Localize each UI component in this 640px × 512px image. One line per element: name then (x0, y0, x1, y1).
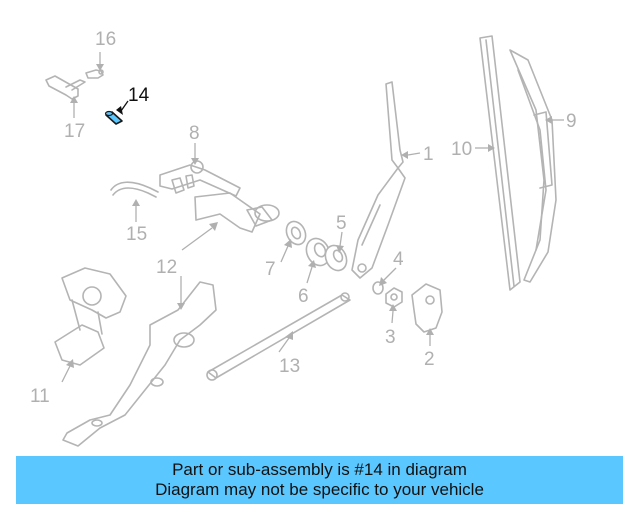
callout-11: 11 (30, 386, 50, 407)
part-11-wiper-motor (54, 267, 127, 366)
callout-1: 1 (423, 144, 434, 165)
part-17-clip (45, 75, 86, 100)
part-8-bracket-bolt (159, 160, 241, 197)
leader-7 (280, 245, 289, 263)
part-6-nut (305, 237, 331, 267)
banner-line-disclaimer: Diagram may not be specific to your vehi… (155, 480, 484, 499)
callout-16: 16 (95, 29, 116, 50)
callout-8: 8 (189, 123, 200, 144)
part-2-cover (411, 283, 443, 333)
callout-15: 15 (126, 224, 147, 245)
part-16-pin (85, 69, 104, 79)
part-5-cap (324, 244, 348, 272)
part-13-link-rod (206, 292, 351, 381)
leader-6 (306, 266, 313, 284)
leader-13 (278, 337, 290, 353)
callout-17: 17 (64, 121, 85, 142)
part-10-wiper-blade (479, 35, 521, 291)
part-14-sleeve (104, 110, 123, 125)
leader-11 (61, 365, 71, 383)
callout-4: 4 (393, 249, 404, 270)
leader-5 (339, 231, 343, 247)
leader-1 (407, 152, 421, 156)
leader-3 (391, 310, 394, 324)
callout-13: 13 (279, 356, 300, 377)
part-12-bracket (62, 192, 280, 447)
info-banner: Part or sub-assembly is #14 in diagram D… (16, 456, 623, 504)
part-3-nut (385, 287, 403, 308)
banner-line-part: Part or sub-assembly is #14 in diagram (172, 460, 467, 479)
part-1-wiper-arm (351, 81, 406, 279)
part-15-hose (110, 181, 159, 198)
callout-9: 9 (566, 111, 577, 132)
leader-14 (120, 100, 129, 112)
callout-2: 2 (424, 349, 435, 370)
callout-12: 12 (156, 257, 177, 278)
callout-6: 6 (298, 286, 309, 307)
part-9-blade-frame (509, 49, 557, 283)
callout-3: 3 (385, 327, 396, 348)
callout-10: 10 (451, 139, 472, 160)
part-4-washer (372, 281, 384, 295)
parts-diagram: 1 2 3 4 5 6 7 8 9 10 11 12 13 14 15 16 1… (30, 29, 577, 447)
part-7-bushing (285, 220, 307, 246)
callout-5: 5 (336, 213, 347, 234)
callout-14: 14 (128, 85, 150, 106)
leader-12a (181, 227, 213, 251)
callout-7: 7 (265, 259, 276, 280)
leader-4 (383, 267, 397, 281)
